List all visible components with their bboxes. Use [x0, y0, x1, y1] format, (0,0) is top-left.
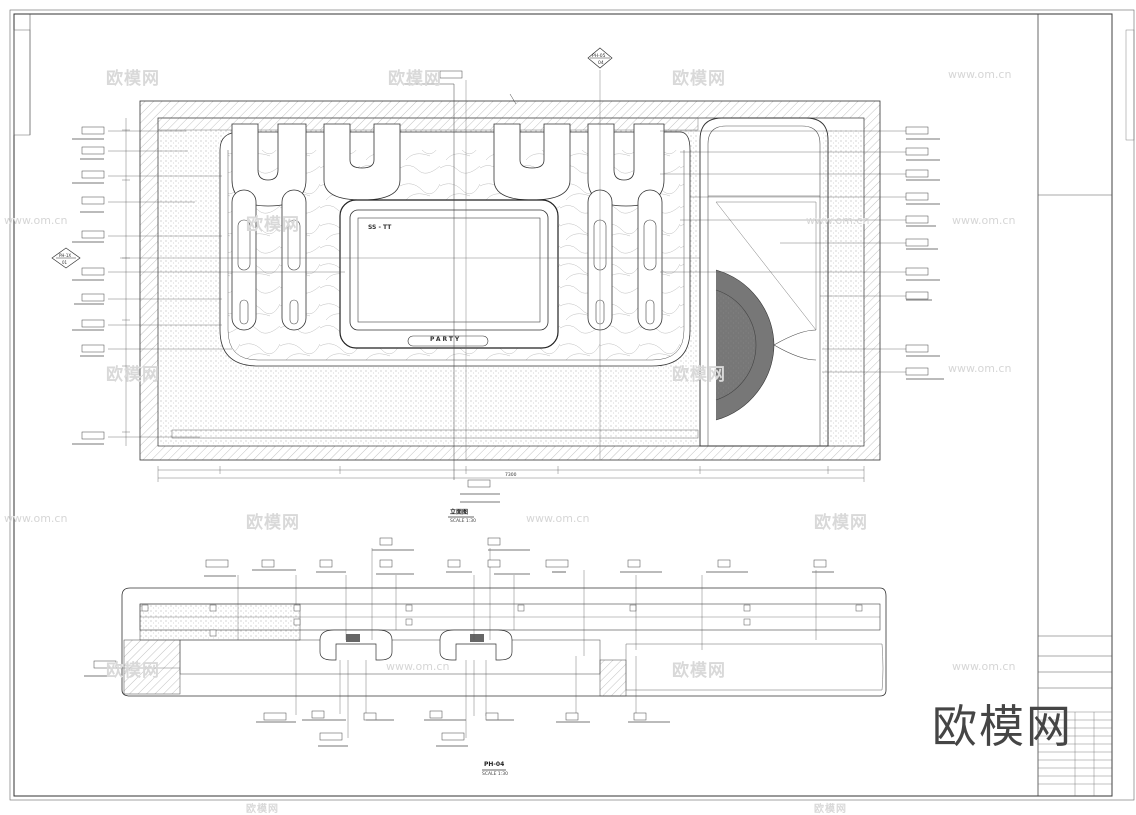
plan-caption: 立面图 — [450, 509, 469, 516]
watermark-brand: 欧模网 — [106, 69, 160, 89]
watermark-brand: 欧模网 — [672, 69, 726, 89]
party-sign-label: PARTY — [430, 336, 462, 343]
watermark-url: www.om.cn — [4, 214, 68, 227]
overall-dimension: 7300 — [505, 473, 517, 478]
watermark-brand: 欧模网 — [388, 69, 442, 89]
watermark-brand: 欧模网 — [672, 365, 726, 385]
watermark-url: www.om.cn — [952, 660, 1016, 673]
watermark-brand: 欧模网 — [246, 804, 279, 815]
watermark-brand: 欧模网 — [106, 661, 160, 681]
watermark-url: www.om.cn — [806, 214, 870, 227]
watermark-brand: 欧模网 — [814, 804, 847, 815]
index-tag-left: PH-1X — [59, 253, 72, 258]
section-caption: PH-04 — [484, 761, 505, 768]
index-tag-top: PH-05 — [592, 54, 606, 59]
watermark-url: www.om.cn — [4, 512, 68, 525]
index-tag-top-sub: 04 — [598, 61, 604, 66]
plan-scale: SCALE 1:30 — [450, 519, 476, 524]
screen-label: SS - TT — [368, 224, 392, 231]
watermark-brand: 欧模网 — [814, 513, 868, 533]
watermark-url: www.om.cn — [952, 214, 1016, 227]
section-scale: SCALE 1:30 — [482, 772, 508, 777]
watermark-url: www.om.cn — [526, 512, 590, 525]
watermark-url: www.om.cn — [948, 68, 1012, 81]
watermark-brand: 欧模网 — [106, 365, 160, 385]
watermark-logo: 欧模网 — [932, 700, 1074, 753]
watermark-brand: 欧模网 — [246, 215, 300, 235]
watermark-brand: 欧模网 — [672, 661, 726, 681]
index-tag-left-sub: 01 — [62, 260, 68, 265]
watermark-url: www.om.cn — [386, 660, 450, 673]
watermark-url: www.om.cn — [948, 362, 1012, 375]
watermark-brand: 欧模网 — [246, 513, 300, 533]
